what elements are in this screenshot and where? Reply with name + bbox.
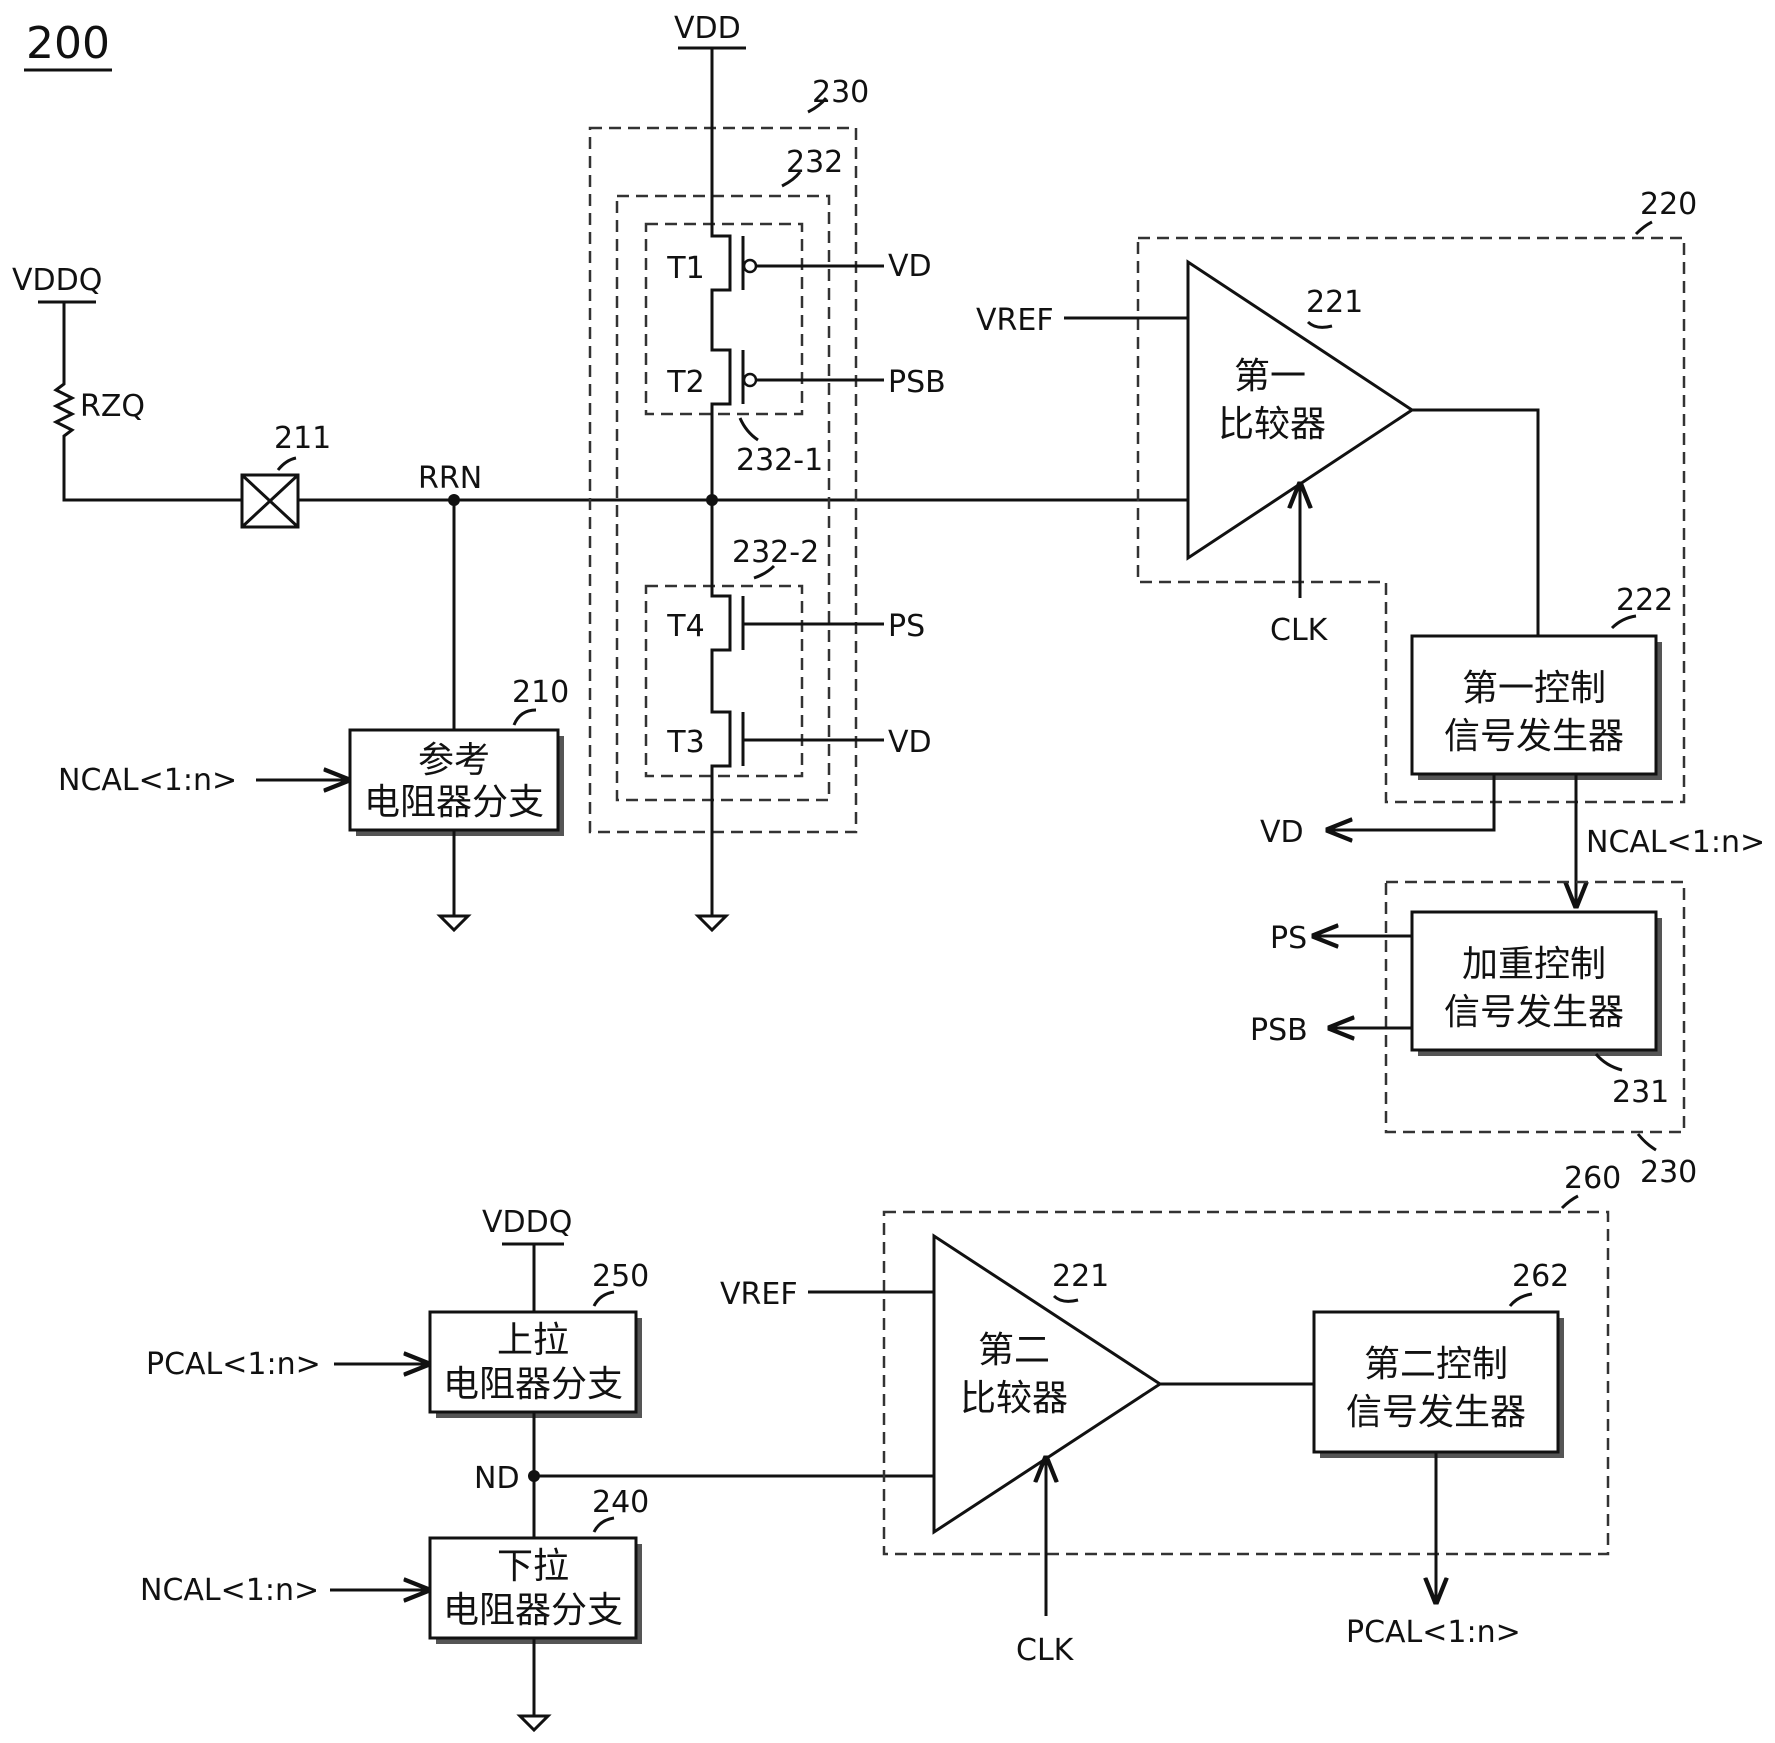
comparator2-line1: 第二: [978, 1330, 1050, 1371]
t4-label: T4: [666, 609, 704, 644]
comparator1-line2: 比较器: [1218, 404, 1326, 445]
nmos-stack-wire: [710, 500, 732, 916]
ctrl1-ref: 222: [1616, 583, 1673, 618]
comparator1-line1: 第一: [1234, 356, 1306, 397]
ground-symbol-2: [694, 914, 730, 933]
vddq-label-2: VDDQ: [482, 1205, 572, 1240]
block-260-ref: 260: [1564, 1161, 1621, 1196]
ctrl2-line2: 信号发生器: [1346, 1392, 1526, 1433]
comparator1-ref: 221: [1306, 285, 1363, 320]
t2-gate-label: PSB: [888, 365, 946, 400]
t1-gate-label: VD: [888, 249, 932, 284]
t3-gate-label: VD: [888, 725, 932, 760]
block-230-lower: [1384, 880, 1686, 1134]
ground-symbol: [436, 914, 472, 933]
weight-control-signal-generator: [1410, 910, 1658, 1052]
ncal-output-label: NCAL<1:n>: [1586, 825, 1765, 860]
block-232-1-ref: 232-1: [736, 443, 823, 478]
block-230: [588, 126, 858, 834]
pulldown-line2: 电阻器分支: [443, 1590, 623, 1631]
pcal-input-label: PCAL<1:n>: [146, 1347, 321, 1382]
vd-output-arrow: [1328, 774, 1496, 830]
ncal-input-label: NCAL<1:n>: [58, 763, 237, 798]
comparator2-line2: 比较器: [960, 1378, 1068, 1419]
pulldown-line1: 下拉: [497, 1546, 569, 1587]
weight-ctrl-ref: 231: [1612, 1075, 1669, 1110]
pulldown-resistor-branch: [428, 1536, 638, 1640]
pcal-output-label: PCAL<1:n>: [1346, 1615, 1521, 1650]
comparator2-ref: 221: [1052, 1259, 1109, 1294]
pmos-stack-wire: [710, 48, 732, 500]
t1-label: T1: [666, 251, 704, 286]
ground-symbol-3: [516, 1714, 552, 1733]
ctrl1-line2: 信号发生器: [1444, 716, 1624, 757]
pullup-resistor-branch: [428, 1310, 638, 1414]
psb-output-label: PSB: [1250, 1013, 1308, 1048]
pulldown-ref: 240: [592, 1485, 649, 1520]
block-220-ref: 220: [1640, 187, 1697, 222]
block-260: [882, 1210, 1610, 1556]
vdd-label: VDD: [674, 11, 741, 46]
weight-group-ref: 230: [1640, 1155, 1697, 1190]
vd-output-label: VD: [1260, 815, 1304, 850]
rzq-label: RZQ: [80, 389, 145, 424]
weight-ctrl-line2: 信号发生器: [1444, 992, 1624, 1033]
t3-label: T3: [666, 725, 704, 760]
ncal-input-label-2: NCAL<1:n>: [140, 1573, 319, 1608]
t4-gate-label: PS: [888, 609, 925, 644]
block-220: [1136, 236, 1686, 804]
pullup-line1: 上拉: [497, 1320, 569, 1361]
vddq-label: VDDQ: [12, 263, 102, 298]
ctrl2-ref: 262: [1512, 1259, 1569, 1294]
block-232-1: [644, 222, 804, 416]
vref-label-1: VREF: [976, 303, 1054, 338]
pullup-line2: 电阻器分支: [443, 1364, 623, 1405]
pullup-ref: 250: [592, 1259, 649, 1294]
rzq-resistor: [52, 302, 242, 502]
weight-ctrl-line1: 加重控制: [1462, 944, 1606, 985]
vref-label-2: VREF: [720, 1277, 798, 1312]
ctrl1-line1: 第一控制: [1462, 668, 1606, 709]
ref-branch-line1: 参考: [418, 740, 490, 781]
ref-branch-ref: 210: [512, 675, 569, 710]
block-232-2-ref: 232-2: [732, 535, 819, 570]
clk-label-2: CLK: [1016, 1633, 1075, 1668]
figure-number: 200: [26, 18, 110, 69]
pad-ref: 211: [274, 421, 331, 456]
block-232: [615, 194, 831, 802]
t2-label: T2: [666, 365, 704, 400]
second-control-signal-generator: [1312, 1310, 1560, 1454]
first-control-signal-generator: [1410, 634, 1658, 776]
ps-output-label: PS: [1270, 921, 1307, 956]
rrn-label: RRN: [418, 461, 482, 496]
ref-branch-line2: 电阻器分支: [364, 782, 544, 823]
block-232-ref: 232: [786, 145, 843, 180]
nd-label: ND: [474, 1461, 520, 1496]
clk-label-1: CLK: [1270, 613, 1329, 648]
block-232-2: [644, 584, 804, 778]
ctrl2-line1: 第二控制: [1364, 1344, 1508, 1385]
comparator1-output-wire: [1412, 408, 1540, 636]
